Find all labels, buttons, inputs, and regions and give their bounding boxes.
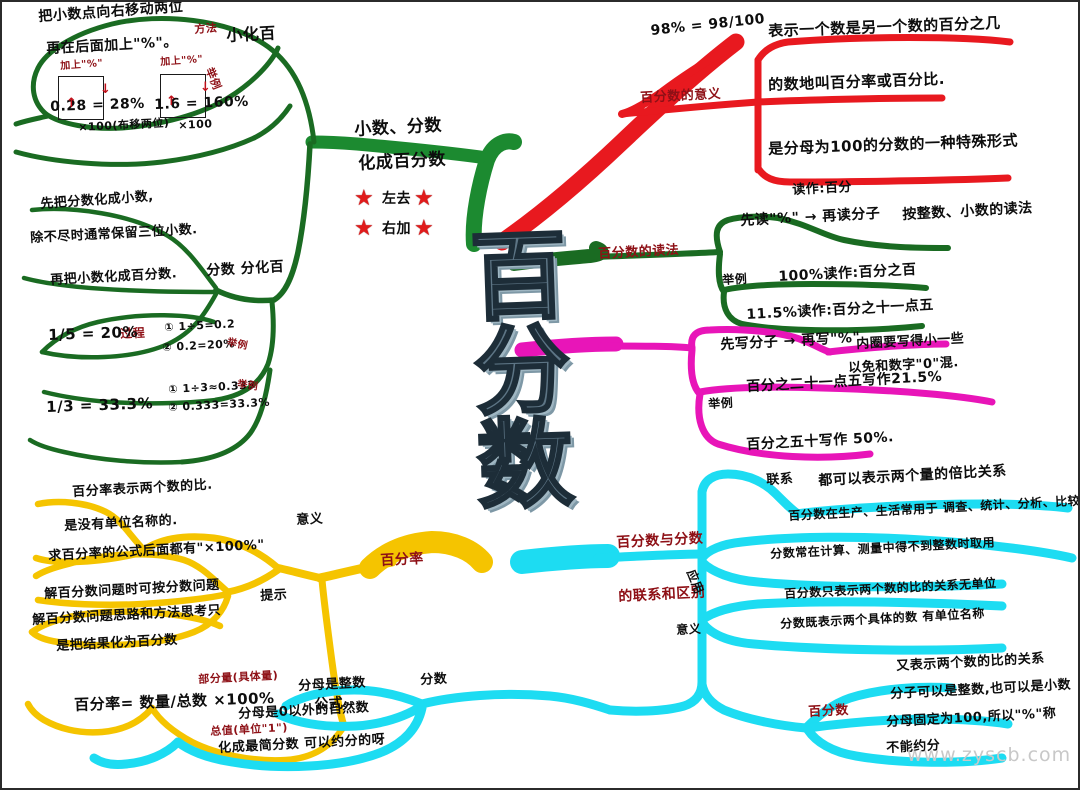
branch-cyan-percent-vs-fraction bbox=[89, 469, 1077, 772]
example-2-note: ×100 bbox=[177, 117, 213, 132]
branch-green-reading bbox=[507, 213, 951, 334]
star-icon-right: ★ bbox=[414, 186, 434, 211]
arrow-down-4: ↓ bbox=[200, 80, 211, 95]
example-a-result: 1/5 = 20% bbox=[47, 322, 139, 344]
branch-magenta-writing bbox=[514, 326, 996, 461]
reading-example-0: 读作:百分 bbox=[791, 179, 853, 198]
example-1-equation: 0.28 = 28% bbox=[49, 95, 145, 115]
green-star-note-2: 右加 bbox=[382, 221, 411, 237]
arrow-down-3: ↑ bbox=[166, 94, 177, 109]
green-decimal-to-percent-label: 小化百 bbox=[225, 23, 277, 45]
percent-rate-meaning-label: 意义 bbox=[295, 511, 324, 528]
arrow-down-1: ↑ bbox=[66, 96, 77, 111]
percent-rate-tip-label: 提示 bbox=[259, 587, 288, 604]
star-icon-right-2: ★ bbox=[414, 216, 434, 241]
branch-green-decimal-fraction bbox=[13, 15, 522, 465]
example-box-1 bbox=[58, 76, 104, 120]
arrow-down-2: ↓ bbox=[100, 82, 111, 97]
green-method-label: 方法 bbox=[193, 21, 218, 36]
center-title: 百分数 bbox=[467, 218, 576, 524]
branch-red-meaning bbox=[493, 33, 1014, 251]
green-star-note-1: 左去 bbox=[382, 191, 411, 207]
writing-example-label: 举例 bbox=[707, 395, 734, 411]
percent-rate-branch-label: 百分率 bbox=[379, 550, 425, 569]
branch-yellow-percent-rate bbox=[24, 498, 493, 764]
cyan-meaning-label: 意义 bbox=[675, 621, 702, 637]
star-icon-left-2: ★ bbox=[354, 216, 374, 241]
cyan-connection-label: 联系 bbox=[765, 471, 794, 488]
cyan-percent-label: 百分数 bbox=[807, 702, 850, 720]
star-icon-left: ★ bbox=[354, 186, 374, 211]
reading-example-label: 举例 bbox=[721, 271, 748, 287]
watermark: www.zyscb.com bbox=[907, 744, 1072, 766]
cyan-fraction-label: 分数 bbox=[419, 671, 448, 688]
example-box-2 bbox=[160, 74, 206, 118]
example-b-result: 1/3 = 33.3% bbox=[45, 394, 154, 416]
